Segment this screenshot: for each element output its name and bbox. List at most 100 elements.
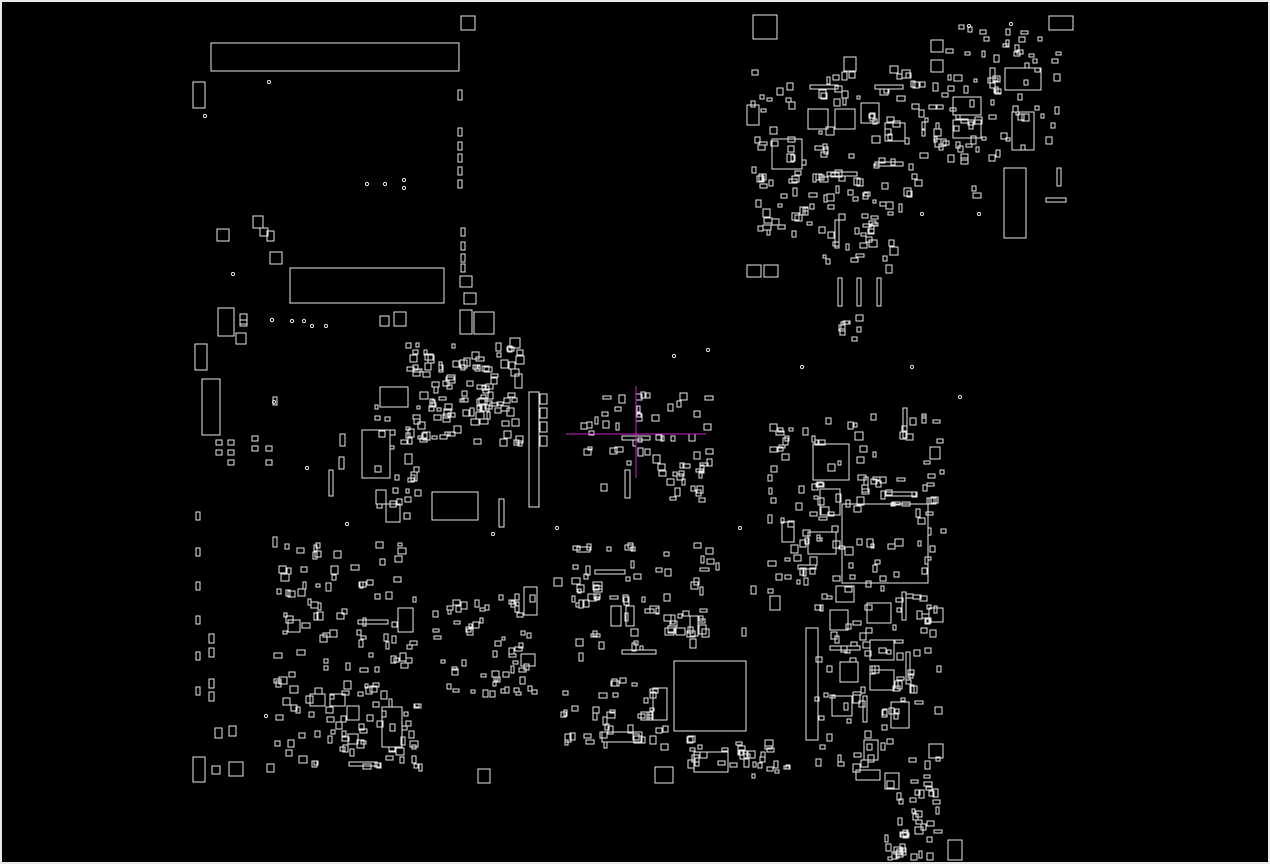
test-point <box>491 532 494 535</box>
component-footprint <box>324 666 328 670</box>
component-footprint <box>694 578 699 585</box>
component-footprint <box>491 374 498 377</box>
component-footprint <box>900 844 905 852</box>
component-footprint <box>298 589 305 596</box>
component-footprint <box>650 689 658 693</box>
component-footprint <box>821 507 829 515</box>
component-footprint <box>882 725 887 730</box>
component-footprint <box>763 209 770 217</box>
component-footprint <box>591 634 600 637</box>
component-footprint <box>641 737 645 743</box>
component-footprint <box>276 715 283 720</box>
component-footprint <box>1003 44 1009 47</box>
component-footprint <box>581 423 587 429</box>
component-footprint <box>770 424 777 431</box>
component-footprint <box>775 770 779 773</box>
component-footprint <box>867 539 873 547</box>
component-footprint <box>494 677 498 681</box>
component-footprint <box>1018 114 1024 120</box>
component-footprint <box>777 447 783 451</box>
component-footprint <box>389 747 395 751</box>
component-footprint <box>899 799 903 804</box>
component-footprint <box>284 613 287 617</box>
component-footprint <box>326 707 333 713</box>
component-footprint <box>752 70 758 75</box>
component-footprint <box>491 378 497 384</box>
component-footprint <box>776 431 784 435</box>
component-footprint <box>456 606 461 612</box>
component-footprint <box>948 75 951 80</box>
component-footprint <box>417 406 420 409</box>
component-footprint <box>898 681 902 689</box>
component-footprint <box>903 830 907 836</box>
component-footprint <box>620 678 626 683</box>
test-point <box>977 212 980 215</box>
component-footprint <box>658 464 665 470</box>
component-footprint <box>810 204 814 209</box>
component-footprint <box>872 136 880 143</box>
component-footprint <box>974 79 977 82</box>
component-footprint <box>919 790 924 798</box>
component-footprint <box>677 401 681 407</box>
component-footprint <box>375 667 379 672</box>
component-footprint <box>765 740 773 746</box>
component-footprint <box>444 409 451 416</box>
component-footprint <box>807 222 812 225</box>
component-footprint <box>886 265 892 273</box>
component-footprint <box>700 463 708 466</box>
component-footprint <box>683 611 689 616</box>
component-footprint <box>882 183 888 189</box>
component-footprint <box>812 484 818 490</box>
component-footprint <box>827 734 832 741</box>
component-footprint <box>357 630 361 635</box>
component-footprint <box>972 186 976 191</box>
component-footprint <box>839 214 845 220</box>
component-footprint <box>1038 37 1042 41</box>
component-footprint <box>688 627 693 633</box>
component-footprint <box>738 746 745 750</box>
component-footprint <box>380 559 385 565</box>
component-footprint <box>373 683 379 687</box>
component-footprint <box>483 690 488 697</box>
component-footprint <box>871 479 877 484</box>
component-footprint <box>840 329 845 335</box>
component-footprint <box>827 666 832 672</box>
component-footprint <box>400 653 406 661</box>
component-footprint <box>632 683 637 686</box>
component-footprint <box>905 138 909 144</box>
component-footprint <box>927 853 933 860</box>
component-footprint <box>879 158 885 163</box>
component-footprint <box>770 447 778 452</box>
component-footprint <box>964 86 968 93</box>
component-footprint <box>784 766 789 769</box>
component-footprint <box>326 583 331 591</box>
component-footprint <box>386 592 392 599</box>
component-footprint <box>752 167 756 173</box>
component-footprint <box>443 414 450 418</box>
component-footprint <box>363 618 366 626</box>
component-footprint <box>406 489 409 493</box>
component-footprint <box>351 565 359 570</box>
component-footprint <box>892 502 900 505</box>
component-footprint <box>330 695 334 699</box>
component-footprint <box>285 544 289 549</box>
component-footprint <box>419 764 422 771</box>
component-footprint <box>857 539 862 545</box>
test-point <box>958 395 961 398</box>
test-point <box>920 212 923 215</box>
component-footprint <box>970 100 974 107</box>
component-footprint <box>1022 114 1029 121</box>
component-footprint <box>797 580 800 584</box>
component-footprint <box>656 435 662 440</box>
component-footprint <box>931 497 938 503</box>
component-footprint <box>619 395 625 403</box>
component-footprint <box>701 556 704 563</box>
component-footprint <box>446 377 454 380</box>
component-footprint <box>274 653 282 658</box>
test-point <box>290 319 293 322</box>
component-footprint <box>857 497 864 505</box>
component-footprint <box>678 614 682 618</box>
component-footprint <box>897 653 903 660</box>
